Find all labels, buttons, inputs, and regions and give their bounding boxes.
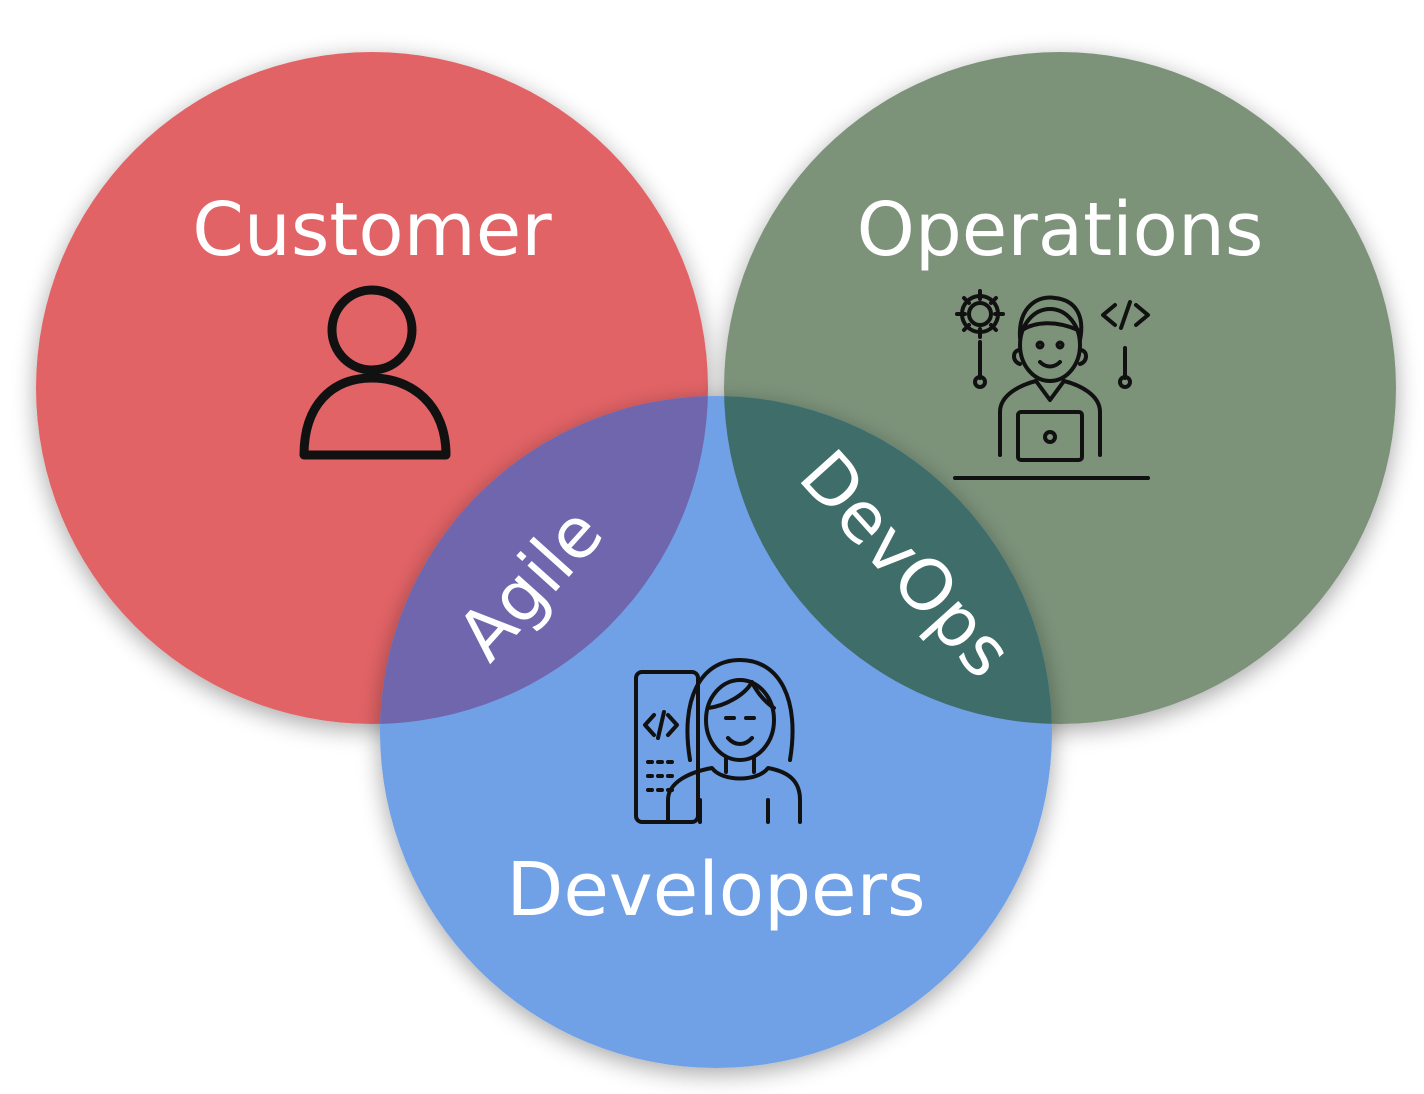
developer-icon bbox=[634, 658, 802, 824]
operations-label: Operations bbox=[857, 187, 1264, 273]
operations-engineer-icon bbox=[953, 289, 1150, 480]
person-icon bbox=[299, 285, 451, 460]
customer-label: Customer bbox=[192, 187, 552, 273]
devops-overlap bbox=[724, 396, 1052, 724]
developers-label: Developers bbox=[506, 847, 925, 933]
agile-overlap bbox=[380, 396, 708, 724]
